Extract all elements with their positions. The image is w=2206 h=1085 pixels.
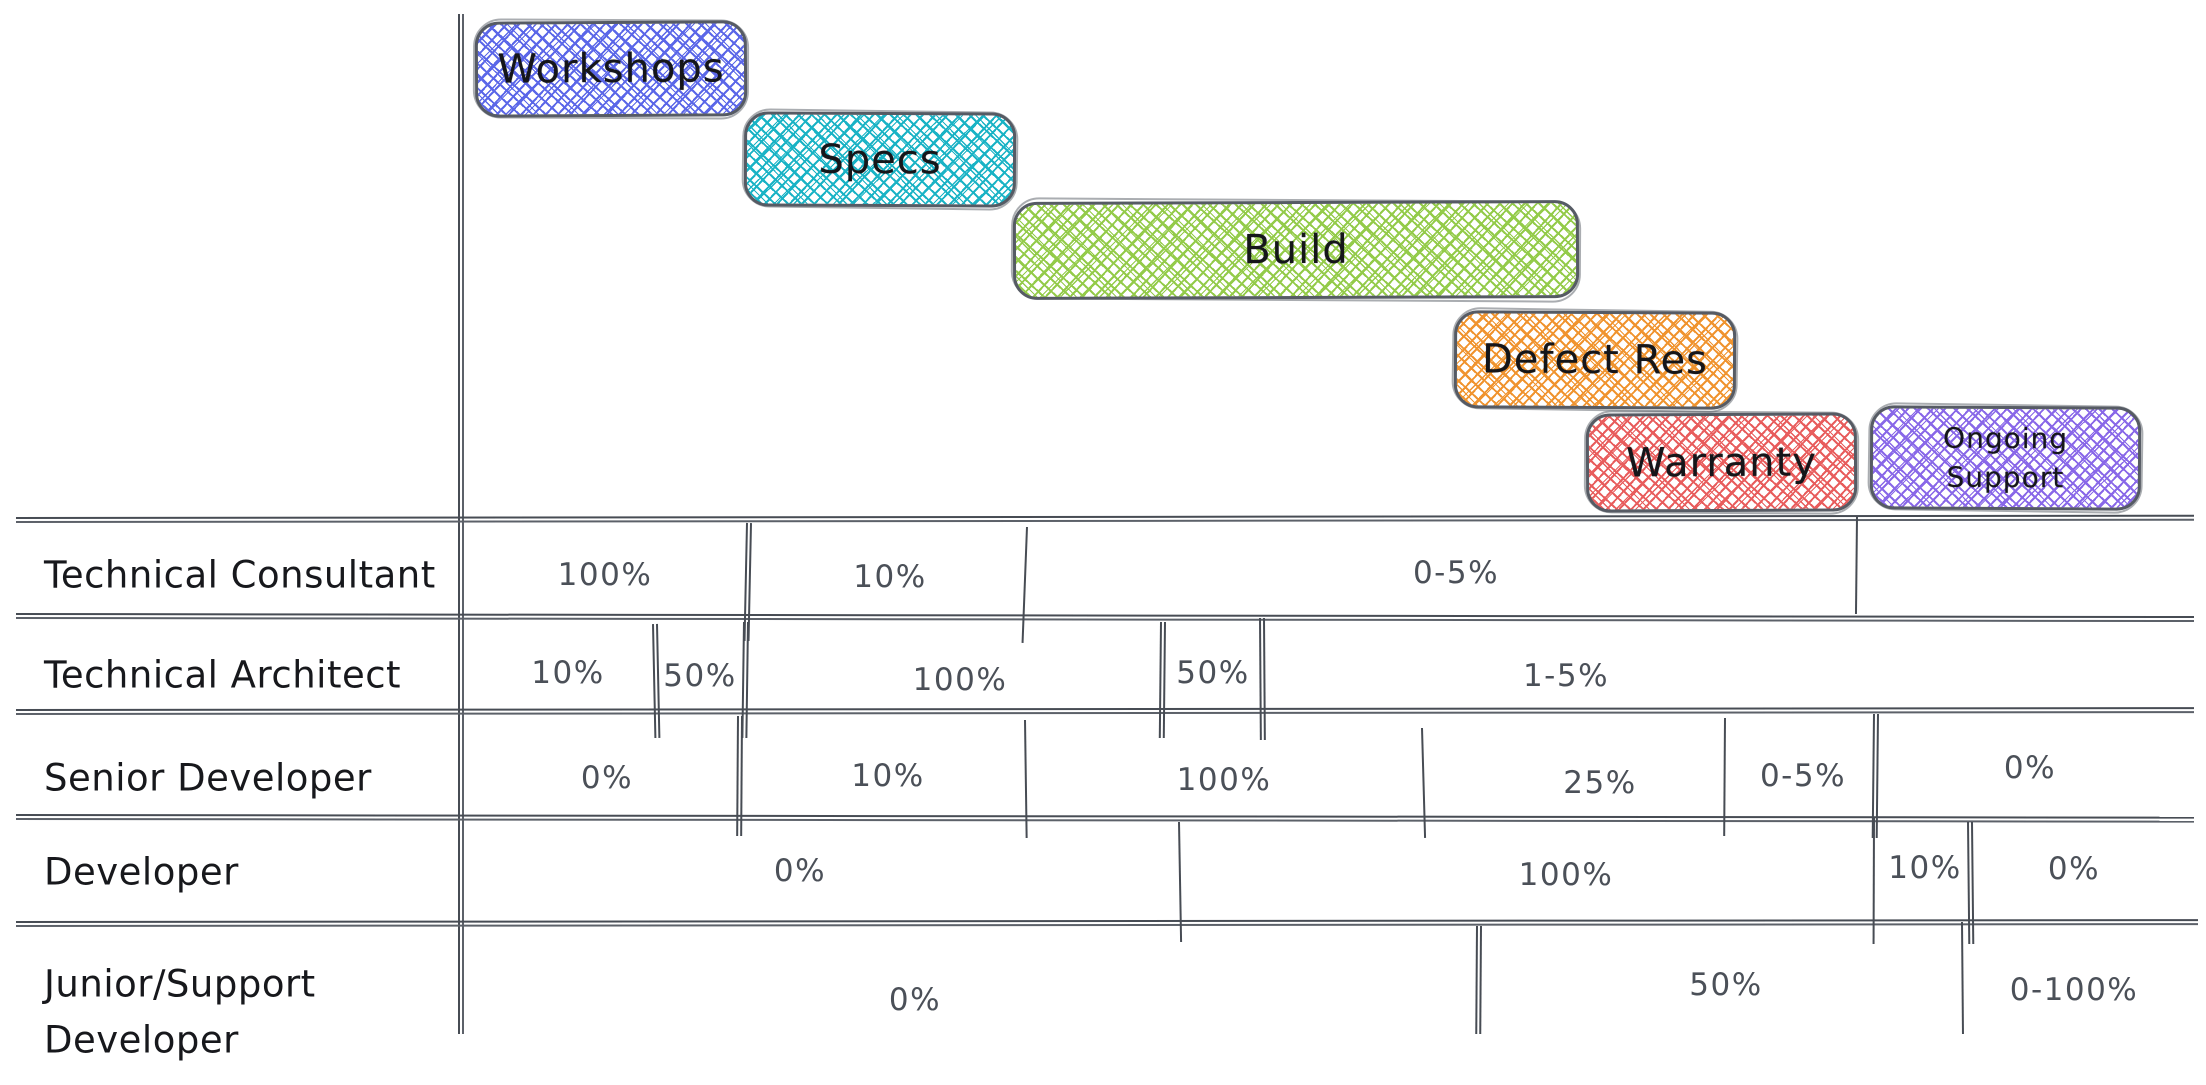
role-label-developer: Developer	[44, 850, 239, 894]
cell-divider	[736, 715, 743, 837]
phase-label-ongoing-support: Ongoing Support	[1943, 421, 2069, 495]
cell-divider	[652, 623, 661, 739]
role-label-technical-consultant: Technical Consultant	[44, 553, 436, 597]
allocation-value: 0%	[773, 853, 827, 889]
allocation-value: 0-5%	[1759, 758, 1847, 794]
allocation-value: 100%	[1518, 857, 1614, 893]
phase-label-specs: Specs	[818, 136, 942, 183]
phase-label-build: Build	[1243, 226, 1349, 274]
cell-divider	[1961, 921, 1965, 1035]
phase-box-defect-res: Defect Res	[1453, 310, 1737, 410]
allocation-value: 50%	[1689, 967, 1763, 1003]
allocation-value: 50%	[1176, 655, 1250, 691]
allocation-value: 10%	[1888, 850, 1962, 886]
cell-divider	[1259, 617, 1266, 741]
role-label-junior-support-developer: Junior/Support Developer	[44, 962, 316, 1062]
allocation-value: 0-100%	[2009, 972, 2139, 1008]
table-border-top	[15, 514, 2195, 523]
phase-label-workshops: Workshops	[497, 45, 725, 93]
allocation-value: 0%	[580, 760, 634, 796]
allocation-value: 0-5%	[1412, 555, 1500, 591]
phase-label-warranty: Warranty	[1625, 439, 1818, 486]
row-separator-3	[15, 814, 2195, 823]
phase-box-workshops: Workshops	[474, 20, 748, 118]
row-separator-4	[15, 919, 2199, 927]
allocation-value: 50%	[663, 658, 737, 694]
phase-label-defect-res: Defect Res	[1481, 336, 1709, 384]
cell-divider	[1872, 817, 1876, 945]
allocation-value: 100%	[1176, 762, 1272, 798]
phase-box-warranty: Warranty	[1585, 412, 1858, 513]
cell-divider	[1854, 516, 1859, 615]
cell-divider	[1967, 821, 1975, 945]
cell-divider	[1021, 526, 1029, 643]
cell-divider	[1024, 719, 1029, 839]
role-label-senior-developer: Senior Developer	[44, 756, 372, 800]
cell-divider	[1475, 925, 1482, 1035]
phase-box-build: Build	[1012, 200, 1580, 300]
role-label-technical-architect: Technical Architect	[44, 653, 402, 697]
allocation-value: 0%	[888, 982, 942, 1018]
allocation-value: 0%	[2047, 851, 2101, 887]
phase-box-ongoing-support: Ongoing Support	[1869, 405, 2142, 511]
allocation-value: 10%	[853, 559, 927, 595]
allocation-value: 10%	[851, 758, 925, 794]
allocation-value: 10%	[531, 655, 605, 691]
row-separator-2	[15, 707, 2195, 715]
allocation-value: 1-5%	[1522, 658, 1610, 694]
timeline-axis	[458, 14, 464, 1034]
row-separator-1	[15, 613, 2195, 623]
allocation-value: 100%	[912, 662, 1008, 698]
allocation-value: 25%	[1563, 765, 1637, 801]
cell-divider	[1158, 621, 1166, 739]
allocation-value: 0%	[2003, 750, 2057, 786]
phase-box-specs: Specs	[743, 111, 1017, 208]
allocation-value: 100%	[557, 557, 653, 593]
